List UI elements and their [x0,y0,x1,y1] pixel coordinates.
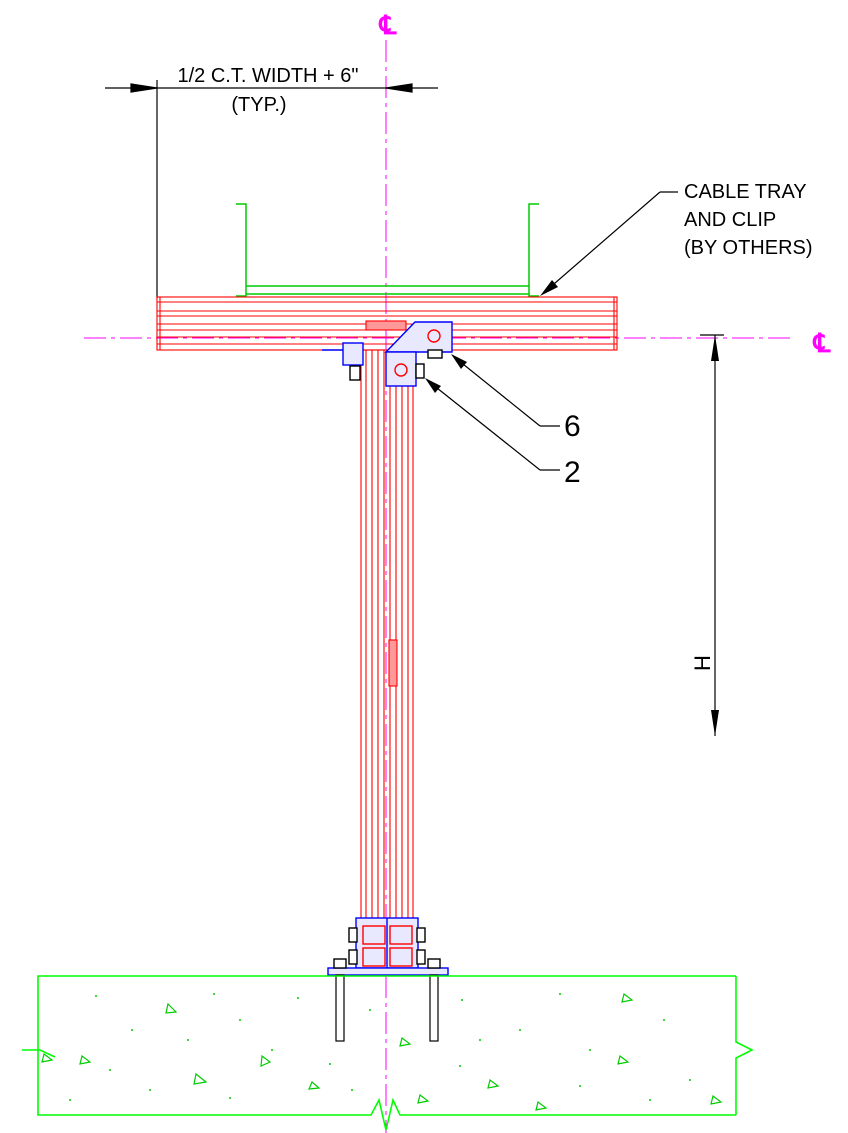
concrete-slab [22,975,754,1131]
cable-tray-label-line1: CABLE TRAY [684,181,807,203]
anchor-bolts [335,974,439,1042]
callout-6: 6 [564,410,581,443]
centerline-top-symbol: ℄ [379,10,398,40]
top-connection-bracket [322,321,453,387]
centerline-right-symbol: ℄ [813,328,832,358]
callout-6-leader [451,354,560,427]
cable-tray-leader [540,191,678,296]
horizontal-channel-beam [156,296,618,351]
base-bracket [327,917,449,976]
cable-tray-label-line3: (BY OTHERS) [684,237,813,259]
height-dimension-label: H [690,655,715,671]
cable-tray [236,203,539,297]
concrete-aggregate [41,992,723,1111]
callout-2-leader [425,378,560,471]
vertical-channel-column [360,349,414,921]
width-dimension-label: 1/2 C.T. WIDTH + 6" [177,65,358,87]
cable-tray-label-line2: AND CLIP [684,209,776,231]
callout-2: 2 [564,456,581,489]
height-dimension [700,334,724,736]
concrete-dots [69,993,691,1101]
width-dimension-typ: (TYP.) [231,94,286,116]
width-dimension [105,80,438,298]
